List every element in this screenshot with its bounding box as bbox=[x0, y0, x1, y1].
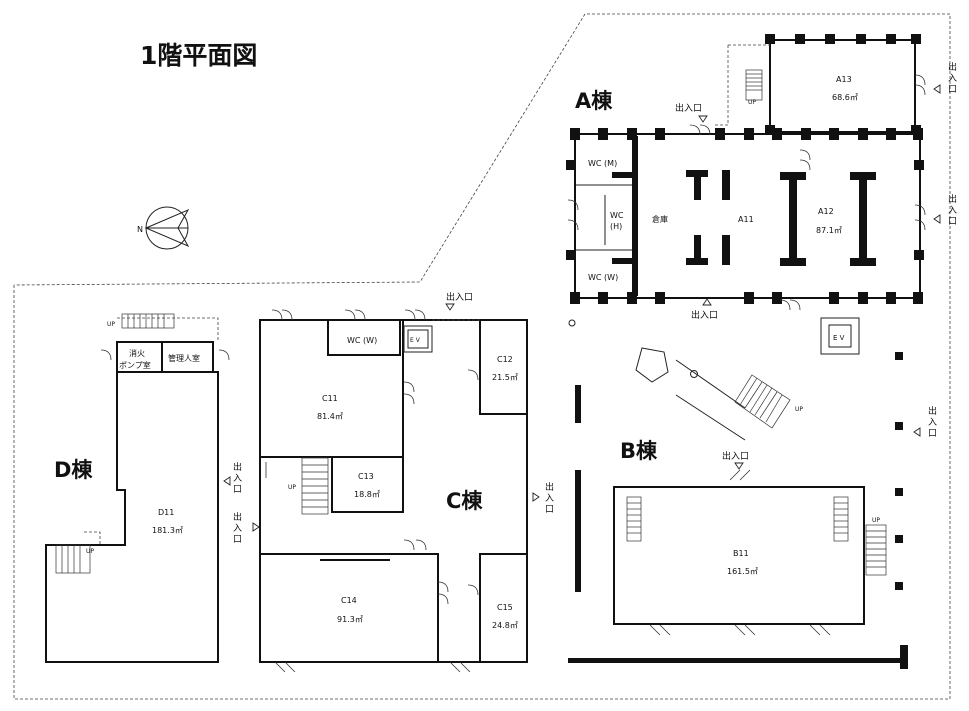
c15-area: 24.8㎡ bbox=[492, 621, 518, 630]
compass-icon: N bbox=[137, 206, 190, 250]
plaza-pentagon bbox=[635, 347, 669, 383]
plaza-up-label: UP bbox=[795, 406, 803, 413]
a-wc-h-label-1: WC bbox=[610, 211, 624, 220]
a13-label: A13 bbox=[836, 75, 852, 84]
compass-label: N bbox=[137, 225, 143, 234]
d11-area: 181.3㎡ bbox=[152, 526, 183, 535]
a-entrance-right: 出入口 bbox=[948, 193, 957, 227]
c-wc-w-label: WC (W) bbox=[347, 336, 377, 345]
c14-label: C14 bbox=[341, 596, 357, 605]
c-stair: UP bbox=[288, 457, 329, 515]
c-entrance-top: 出入口 bbox=[446, 291, 473, 303]
c11-area: 81.4㎡ bbox=[317, 412, 343, 421]
b-entrance-top: 出入口 bbox=[722, 450, 749, 462]
a11-label: A11 bbox=[738, 215, 754, 224]
plaza-posts bbox=[575, 352, 903, 592]
d-top-up-label: UP bbox=[107, 321, 115, 328]
b-entrance-right: 出入口 bbox=[928, 405, 937, 439]
c12-area: 21.5㎡ bbox=[492, 373, 518, 382]
d-bottom-stair: UP bbox=[55, 544, 94, 574]
building-d: UP UP D棟 消火 ポンプ室 管理人室 D11 181.3㎡ 出入口 bbox=[45, 313, 242, 663]
c12-label: C12 bbox=[497, 355, 513, 364]
c11-label: C11 bbox=[322, 394, 338, 403]
a13-area: 68.6㎡ bbox=[832, 93, 858, 102]
plaza-stair: UP bbox=[734, 374, 803, 429]
a-building-label: A棟 bbox=[575, 89, 613, 113]
b11-label: B11 bbox=[733, 549, 749, 558]
c-building-label: C棟 bbox=[446, 489, 483, 513]
a13-entrance-right: 出入口 bbox=[948, 61, 957, 95]
a-entrance-top: 出入口 bbox=[675, 102, 702, 114]
b-up-label: UP bbox=[872, 517, 880, 524]
a-ev-label: E V bbox=[833, 334, 845, 342]
building-b: B棟 B11 161.5㎡ 出入口 出入口 UP bbox=[568, 405, 937, 669]
b-left-stair bbox=[626, 496, 642, 542]
a12-area: 87.1㎡ bbox=[816, 226, 842, 235]
a-entrance-bottom: 出入口 bbox=[691, 309, 718, 321]
d-manager-label: 管理人室 bbox=[168, 353, 200, 363]
building-c: UP C棟 WC (W) E V C11 81.4㎡ C12 21.5㎡ C13… bbox=[233, 291, 554, 673]
c-entrance-right: 出入口 bbox=[545, 481, 554, 515]
a-wc-h-label-2: (H) bbox=[610, 222, 622, 231]
c15-label: C15 bbox=[497, 603, 513, 612]
plan-title: 1階平面図 bbox=[140, 41, 257, 70]
a-wc-m-label: WC (M) bbox=[588, 159, 617, 168]
a13-up-label: UP bbox=[748, 99, 756, 106]
c13-label: C13 bbox=[358, 472, 374, 481]
d-bottom-up-label: UP bbox=[86, 548, 94, 555]
d-building-label: D棟 bbox=[54, 458, 93, 482]
b-outside-stair: UP bbox=[865, 517, 887, 576]
b-right-stair bbox=[833, 496, 849, 542]
d-top-stair: UP bbox=[107, 313, 175, 329]
d-pump-label-1: 消火 bbox=[129, 348, 145, 358]
d11-label: D11 bbox=[158, 508, 174, 517]
a12-label: A12 bbox=[818, 207, 834, 216]
c14-area: 91.3㎡ bbox=[337, 615, 363, 624]
a-wc-w-label: WC (W) bbox=[588, 273, 618, 282]
c-up-label: UP bbox=[288, 484, 296, 491]
site-boundary bbox=[13, 13, 951, 700]
d-entrance-right: 出入口 bbox=[233, 461, 242, 495]
a-storage-label: 倉庫 bbox=[652, 214, 668, 224]
c-entrance-left: 出入口 bbox=[233, 511, 242, 545]
c13-area: 18.8㎡ bbox=[354, 490, 380, 499]
c-ev-label: E V bbox=[410, 337, 421, 344]
d-pump-label-2: ポンプ室 bbox=[119, 360, 151, 370]
b11-area: 161.5㎡ bbox=[727, 567, 758, 576]
a13-stair: UP bbox=[745, 69, 763, 106]
b-building-label: B棟 bbox=[620, 439, 658, 463]
building-a: UP E V A棟 WC (M) WC (H) WC (W) 倉庫 A11 A1… bbox=[566, 34, 957, 355]
